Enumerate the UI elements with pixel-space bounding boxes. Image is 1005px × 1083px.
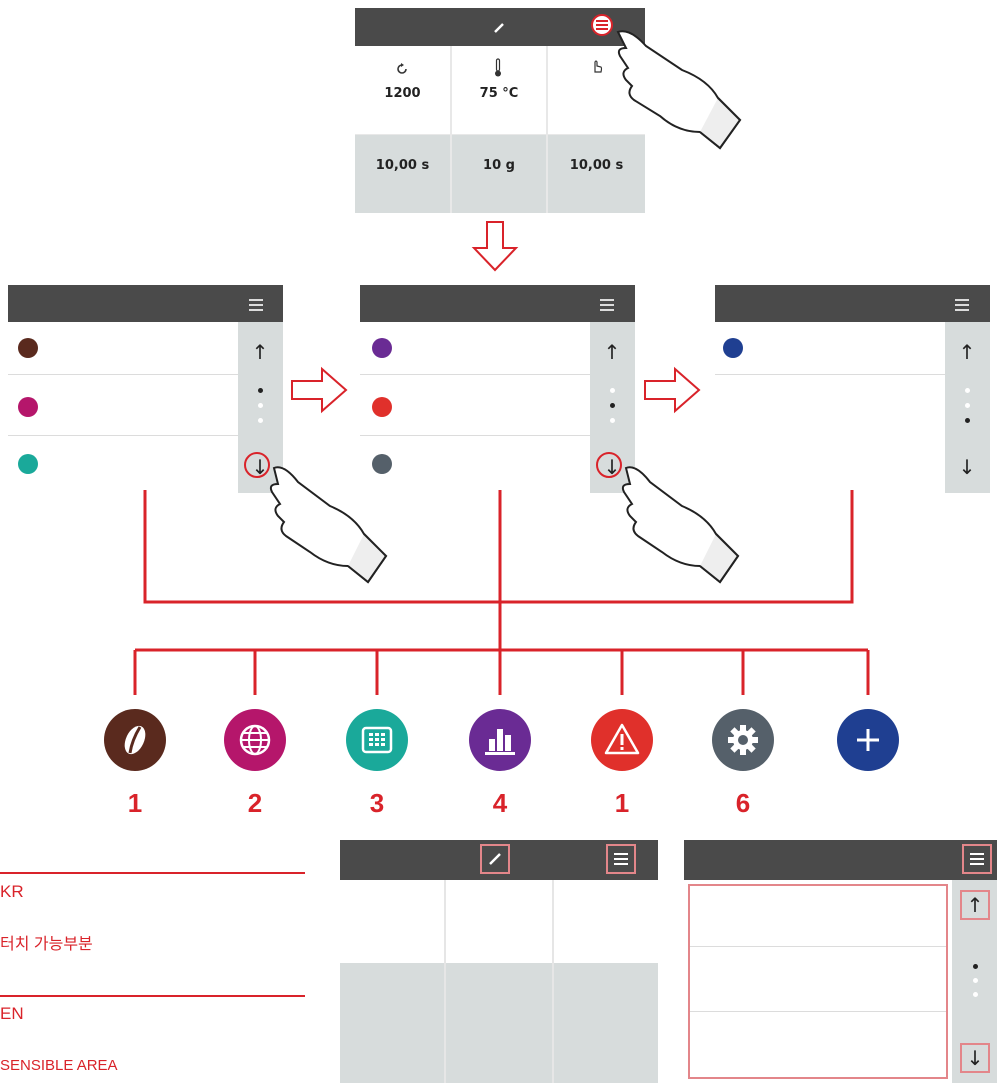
coffee-bean-icon[interactable] [18, 338, 38, 358]
keypad-icon[interactable] [18, 454, 38, 474]
legend-en-code: EN [0, 1004, 24, 1023]
icon-number: 4 [492, 788, 508, 818]
touched-scroll-down [596, 452, 622, 478]
keypad-icon [346, 709, 408, 771]
hand-pointer-icon [621, 466, 740, 584]
icon-number: 1 [614, 788, 630, 818]
menu-icon[interactable] [591, 14, 613, 36]
globe-icon [224, 709, 286, 771]
right-arrow-icon [644, 366, 701, 414]
param-value: 75 °C [479, 86, 519, 101]
gear-icon [712, 709, 774, 771]
bar-chart-icon [469, 709, 531, 771]
hand-pointer-icon [616, 30, 742, 150]
legend-en-text: SENSIBLE AREA [0, 1057, 118, 1074]
param-value: 1200 [384, 86, 421, 101]
icon-number: 6 [735, 788, 751, 818]
plus-icon[interactable] [723, 338, 743, 358]
bottom-value[interactable]: 10,00 s [569, 158, 624, 173]
scroll-up-button[interactable]: ↑ [603, 340, 621, 364]
legend-divider [0, 995, 305, 997]
menu-list-area[interactable] [688, 884, 948, 1079]
sensible-area-main-screen [340, 840, 658, 1083]
icon-number: 1 [127, 788, 143, 818]
menu-page-2: ↑ ↓ [360, 285, 635, 493]
scroll-down-button[interactable]: ↓ [960, 1043, 990, 1073]
menu-button[interactable] [962, 844, 992, 874]
hand-pointer-icon [269, 466, 388, 584]
bottom-value[interactable]: 10,00 s [375, 158, 430, 173]
legend-kr-text: 터치 가능부분 [0, 936, 93, 953]
scroll-up-button[interactable]: ↑ [960, 890, 990, 920]
sensible-area-menu-screen: ↑ ↓ [684, 840, 997, 1083]
icon-number: 3 [369, 788, 385, 818]
down-arrow-icon [471, 221, 519, 272]
globe-icon[interactable] [18, 397, 38, 417]
menu-icon[interactable] [249, 299, 263, 311]
top-screen: 1200 75 °C 10,00 s 10 g 10,00 s [355, 8, 645, 213]
bar-chart-icon[interactable] [372, 338, 392, 358]
legend-divider [0, 872, 305, 874]
right-arrow-icon [291, 366, 348, 414]
scroll-down-button[interactable]: ↓ [958, 455, 976, 479]
menu-button[interactable] [606, 844, 636, 874]
menu-page-1: ↑ ↓ [8, 285, 283, 493]
plus-icon [837, 709, 899, 771]
menu-icon[interactable] [600, 299, 614, 311]
warning-icon [591, 709, 653, 771]
icon-number: 2 [247, 788, 263, 818]
pencil-button[interactable] [480, 844, 510, 874]
scroll-up-button[interactable]: ↑ [958, 340, 976, 364]
connector-tree [133, 490, 870, 695]
thermometer-icon [495, 58, 501, 77]
bottom-value[interactable]: 10 g [483, 158, 515, 173]
menu-icon[interactable] [955, 299, 969, 311]
warning-icon[interactable] [372, 397, 392, 417]
gear-icon[interactable] [372, 454, 392, 474]
coffee-bean-icon [104, 709, 166, 771]
scroll-up-button[interactable]: ↑ [251, 340, 269, 364]
touched-scroll-down [244, 452, 270, 478]
rotate-icon [397, 63, 407, 74]
menu-page-3: ↑ ↓ [715, 285, 990, 493]
touch-icon [594, 60, 603, 73]
pencil-icon[interactable] [492, 21, 506, 35]
legend-kr-code: KR [0, 882, 24, 901]
